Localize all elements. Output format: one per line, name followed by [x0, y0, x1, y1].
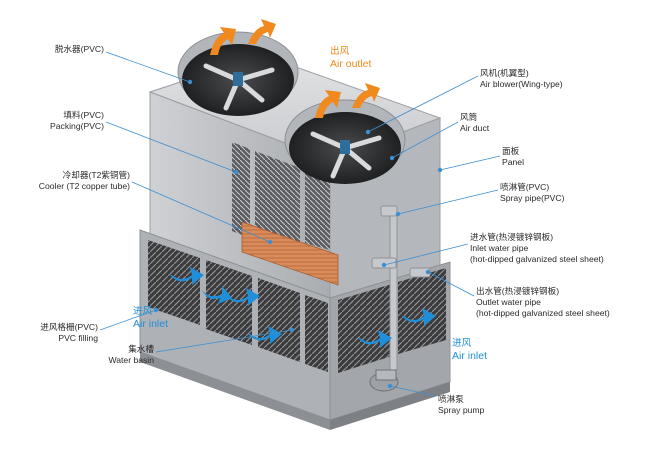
label-cooler: 冷却器(T2紫铜管) Cooler (T2 copper tube): [4, 170, 130, 192]
label-panel: 面板 Panel: [502, 146, 524, 168]
label-water-basin: 集水槽 Water basin: [60, 344, 154, 366]
label-air-inlet-left-zh: 进风: [133, 306, 153, 317]
label-air-inlet-left-en: Air inlet: [133, 318, 169, 330]
label-outlet-pipe-zh: 出水管(热浸镀锌钢板): [476, 286, 560, 296]
label-air-duct: 风筒 Air duct: [460, 112, 489, 134]
label-outlet-pipe: 出水管(热浸镀锌钢板) Outlet water pipe (hot-dippe…: [476, 286, 610, 319]
label-spray-pipe-zh: 喷淋管(PVC): [500, 182, 550, 192]
label-water-basin-zh: 集水槽: [128, 344, 154, 354]
label-air-outlet-zh: 出风: [330, 46, 350, 57]
label-air-duct-zh: 风筒: [460, 112, 478, 122]
label-eliminator: 脱水器(PVC): [6, 44, 104, 55]
label-pvc-filling-en: PVC filling: [58, 333, 98, 343]
piping: [369, 205, 431, 392]
label-panel-en: Panel: [502, 157, 524, 167]
label-outlet-pipe-en1: Outlet water pipe: [476, 297, 541, 307]
label-inlet-pipe-en1: Inlet water pipe: [470, 243, 529, 253]
label-packing-en: Packing(PVC): [50, 121, 104, 131]
label-panel-zh: 面板: [502, 146, 520, 156]
label-spray-pipe-en: Spray pipe(PVC): [500, 193, 565, 203]
label-pvc-filling: 进风格栅(PVC) PVC filling: [4, 322, 98, 344]
label-pvc-filling-zh: 进风格栅(PVC): [40, 322, 98, 332]
label-air-duct-en: Air duct: [460, 123, 490, 133]
label-air-inlet-right: 进风 Air inlet: [452, 338, 487, 362]
lower-section: [139, 229, 451, 430]
label-spray-pump-zh: 喷淋泵: [438, 394, 464, 404]
label-air-outlet-en: Air outlet: [330, 58, 372, 70]
label-inlet-pipe: 进水管(热浸镀锌钢板) Inlet water pipe (hot-dipped…: [470, 232, 604, 265]
fan-left: [177, 31, 299, 116]
label-air-inlet-right-en: Air inlet: [452, 350, 488, 362]
label-water-basin-en: Water basin: [108, 355, 154, 365]
label-air-inlet-right-zh: 进风: [452, 338, 472, 349]
fan-right: [284, 99, 406, 184]
label-spray-pump: 喷淋泵 Spray pump: [438, 394, 484, 416]
label-packing: 填料(PVC) Packing(PVC): [6, 110, 104, 132]
label-air-inlet-left: 进风 Air inlet: [133, 306, 168, 330]
label-inlet-pipe-zh: 进水管(热浸镀锌钢板): [470, 232, 554, 242]
label-eliminator-zh: 脱水器(PVC): [54, 44, 104, 54]
label-cooler-zh: 冷却器(T2紫铜管): [62, 170, 130, 180]
label-inlet-pipe-en2: (hot-dipped galvanized steel sheet): [470, 254, 604, 264]
label-cooler-en: Cooler (T2 copper tube): [38, 181, 130, 191]
label-outlet-pipe-en2: (hot-dipped galvanized steel sheet): [476, 308, 610, 318]
label-air-blower: 风机(机翼型) Air blower(Wing-type): [480, 68, 563, 90]
label-air-blower-zh: 风机(机翼型): [480, 68, 529, 78]
air-outlet-arrows: [210, 19, 380, 118]
label-air-blower-en: Air blower(Wing-type): [480, 79, 563, 89]
air-inlet-arrows: [170, 267, 436, 348]
label-air-outlet: 出风 Air outlet: [330, 46, 371, 70]
leader-lines: [99, 51, 501, 397]
label-spray-pipe: 喷淋管(PVC) Spray pipe(PVC): [500, 182, 564, 204]
label-packing-zh: 填料(PVC): [63, 110, 104, 120]
label-spray-pump-en: Spray pump: [438, 405, 485, 415]
